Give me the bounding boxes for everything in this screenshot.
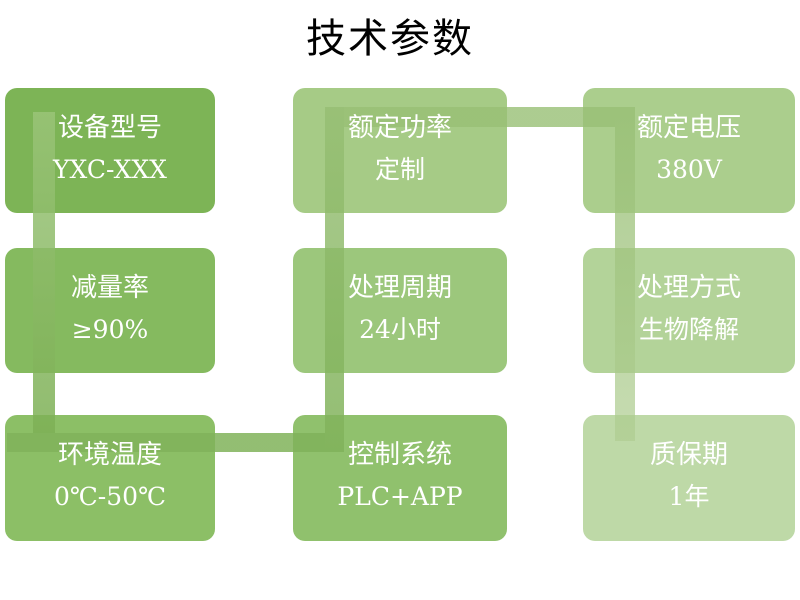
page-title: 技术参数 bbox=[306, 16, 474, 62]
box-control-system: 控制系统 PLC+APP bbox=[293, 415, 507, 541]
box-value: YXC-XXX bbox=[53, 155, 167, 184]
box-reduction-rate: 减量率 ≥90% bbox=[5, 248, 215, 373]
box-ambient-temperature: 环境温度 0℃-50℃ bbox=[5, 415, 215, 541]
box-label: 处理周期 bbox=[347, 273, 452, 303]
box-value: 生物降解 bbox=[638, 315, 739, 344]
box-value: PLC+APP bbox=[337, 482, 463, 511]
box-label: 质保期 bbox=[649, 440, 728, 470]
box-label: 控制系统 bbox=[347, 440, 452, 470]
box-value: 定制 bbox=[374, 155, 425, 184]
box-value: 1年 bbox=[668, 482, 710, 511]
box-label: 处理方式 bbox=[636, 273, 741, 303]
box-label: 设备型号 bbox=[57, 113, 162, 143]
box-label: 减量率 bbox=[70, 273, 149, 303]
connector-segment-col3-down bbox=[615, 107, 635, 441]
box-value: 24小时 bbox=[359, 315, 441, 344]
connector-segment-col1-down bbox=[33, 112, 55, 433]
connector-segment-bottom-across bbox=[7, 433, 325, 452]
connector-segment-col2-up bbox=[325, 107, 344, 452]
box-label: 额定功率 bbox=[347, 113, 452, 143]
connector-segment-top-across bbox=[344, 107, 615, 127]
box-label: 额定电压 bbox=[636, 113, 741, 143]
box-warranty: 质保期 1年 bbox=[583, 415, 795, 541]
box-value: 380V bbox=[656, 155, 722, 184]
box-value: 0℃-50℃ bbox=[53, 482, 167, 511]
box-value: ≥90% bbox=[71, 315, 149, 344]
box-label: 环境温度 bbox=[57, 440, 162, 470]
